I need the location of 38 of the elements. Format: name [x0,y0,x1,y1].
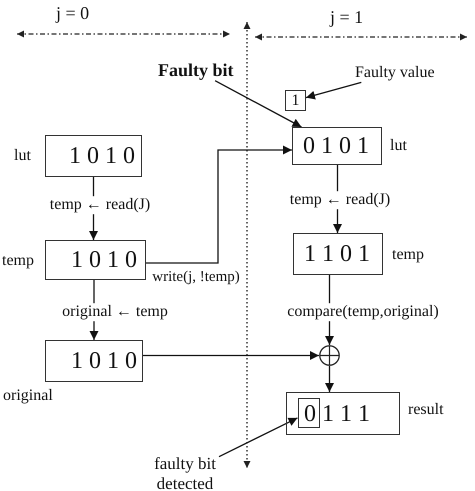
value-box [285,90,306,111]
highlight-box [298,398,320,428]
register-label: result [408,401,444,419]
xor-symbol [319,345,340,366]
edge-label: original ← temp [60,303,170,321]
bit-string: 0 1 0 1 [303,134,369,158]
register-box [45,240,146,280]
arrow [143,351,319,360]
range-label: j = 0 [56,4,90,24]
register-label: original [3,387,53,405]
bit-string: 1 1 0 1 [304,242,370,266]
register-box [45,135,142,177]
register-label: temp [392,246,424,264]
register-label: temp [2,252,34,270]
leader-arrow [306,82,362,100]
leader-arrow [214,80,302,128]
edge-label: compare(temp,original) [285,303,441,321]
leader-arrow [218,417,298,458]
bit-string: 1 0 1 0 [71,248,137,272]
edge-label: write(j, !temp) [150,268,242,286]
callout-text: Faulty value [355,64,435,82]
callout-text: faulty bit detected [151,454,219,491]
bit-value: 1 [292,92,300,108]
register-box [293,233,383,275]
arrow [325,366,334,392]
arrow [146,146,292,264]
bit-string: 0 1 1 1 [304,402,370,426]
register-box [45,340,143,382]
register-label: lut [14,147,31,165]
bit-string: 1 0 1 0 [71,349,137,373]
register-box [286,392,400,435]
callout-text: Faulty bit [158,60,234,81]
edge-label: temp ← read(J) [288,191,392,209]
range-label: j = 1 [330,8,364,28]
edge-label: temp ← read(J) [48,196,152,214]
bit-string: 1 0 1 0 [69,144,135,168]
register-box [292,127,382,165]
register-label: lut [390,137,407,155]
